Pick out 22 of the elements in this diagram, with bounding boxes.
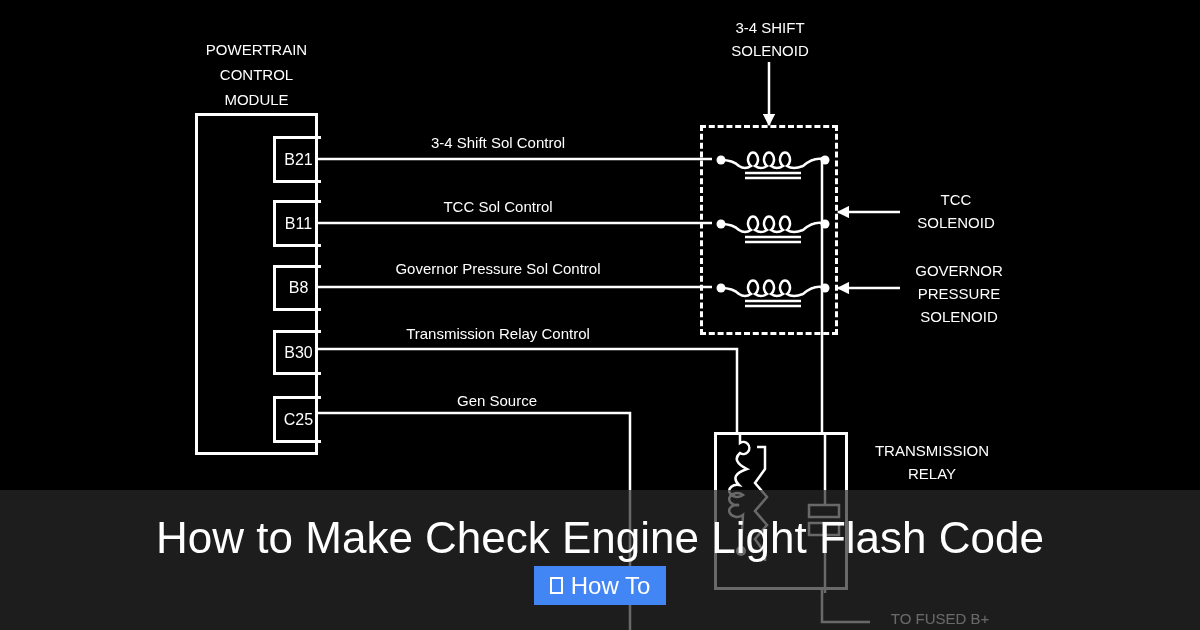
dashed-enclosure bbox=[700, 125, 838, 335]
pin-box: B21 bbox=[273, 136, 321, 183]
component-label: TRANSMISSION RELAY bbox=[873, 441, 991, 484]
wire bbox=[318, 285, 712, 289]
wire bbox=[820, 335, 824, 432]
pin-box: B30 bbox=[273, 330, 321, 375]
page-title: How to Make Check Engine Light Flash Code bbox=[155, 512, 1045, 564]
component-label: 3-4 SHIFT SOLENOID bbox=[700, 0, 840, 62]
wire bbox=[318, 347, 739, 432]
pin-box: C25 bbox=[273, 396, 321, 443]
component-label: TO FUSED B+ bbox=[870, 612, 1010, 630]
wire bbox=[318, 157, 712, 161]
arrow bbox=[836, 281, 900, 295]
tag-text: How To bbox=[570, 570, 651, 601]
pin-box: B11 bbox=[273, 200, 321, 247]
component-label: TCC SOLENOID bbox=[900, 188, 1012, 234]
component-label: GOVERNOR PRESSURE SOLENOID bbox=[900, 256, 1018, 328]
pin-box: B8 bbox=[273, 265, 321, 311]
arrow bbox=[762, 62, 776, 127]
arrow bbox=[836, 205, 900, 219]
wire bbox=[318, 221, 712, 225]
module-label: POWERTRAIN CONTROL MODULE bbox=[204, 40, 309, 110]
